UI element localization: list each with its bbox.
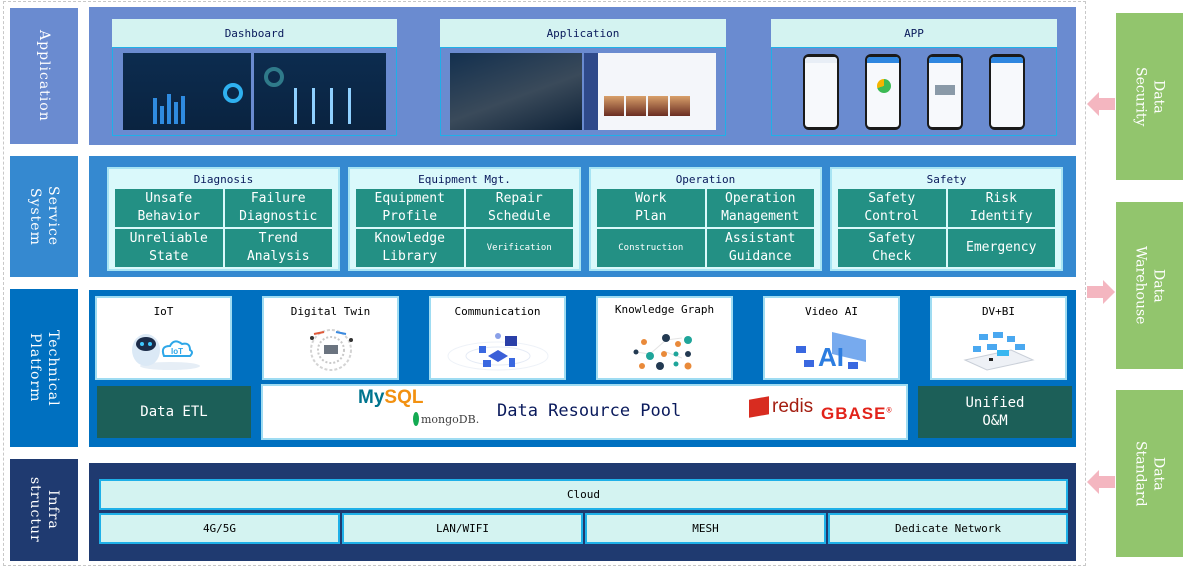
layer-label-technical-text: Technical Platform (27, 329, 61, 407)
network-mesh[interactable]: MESH (585, 513, 826, 544)
service-group-title: Operation (675, 172, 736, 186)
video-ai-icon: AI (765, 326, 898, 374)
service-item-knowledge-library[interactable]: Knowledge Library (356, 229, 464, 267)
arrow-left-icon (1087, 470, 1115, 494)
service-item-unsafe-behavior[interactable]: Unsafe Behavior (115, 189, 223, 227)
tech-card-video-ai[interactable]: Video AI AI (763, 296, 900, 380)
tech-card-digital-twin[interactable]: Digital Twin (262, 296, 399, 380)
knowledge-graph-icon (598, 326, 731, 374)
service-item-emergency[interactable]: Emergency (947, 229, 1055, 267)
iot-robot-cloud-icon: IoT (97, 326, 230, 374)
dv-bi-dashboard-icon (932, 326, 1065, 374)
side-box-data-warehouse: Data Warehouse (1116, 202, 1183, 369)
tech-card-title: Digital Twin (290, 304, 371, 318)
redis-cube-icon (749, 396, 769, 418)
dashboard-screenshot-2 (254, 53, 387, 130)
application-layer-panel: Dashboard Application (89, 7, 1076, 145)
svg-text:IoT: IoT (171, 347, 183, 356)
service-layer-panel: Diagnosis Unsafe Behavior Failure Diagno… (89, 156, 1076, 277)
tech-card-title: Communication (454, 304, 541, 318)
app-card-title: Dashboard (112, 19, 397, 47)
data-etl-block[interactable]: Data ETL (97, 386, 251, 438)
tech-card-title: Knowledge Graph (614, 302, 715, 316)
app-card-app: APP (771, 19, 1057, 136)
service-item-risk-identify[interactable]: Risk Identify (947, 189, 1055, 227)
architecture-frame (3, 1, 1086, 566)
communication-devices-icon (431, 326, 564, 374)
unified-om-block[interactable]: Unified O&M (918, 386, 1072, 438)
service-group-equipment-mgt: Equipment Mgt. Equipment Profile Repair … (348, 167, 581, 271)
tech-card-iot[interactable]: IoT IoT (95, 296, 232, 380)
digital-twin-icon (264, 326, 397, 374)
mobile-screen-1 (803, 53, 839, 130)
layer-label-service: Service System (10, 156, 78, 277)
redis-logo: redis (749, 396, 813, 418)
technical-layer-panel: IoT IoT Digital Twin Communication (89, 290, 1076, 447)
layer-label-application: Application (10, 8, 78, 144)
service-group-diagnosis: Diagnosis Unsafe Behavior Failure Diagno… (107, 167, 340, 271)
service-item-verification[interactable]: Verification (465, 229, 573, 267)
tech-card-knowledge-graph[interactable]: Knowledge Graph (596, 296, 733, 380)
app-card-title: APP (771, 19, 1057, 47)
side-box-data-standard: Data Standard (1116, 390, 1183, 557)
tech-card-title: Video AI (805, 304, 858, 318)
svg-text:AI: AI (818, 342, 844, 372)
substation-3d-screenshot (449, 53, 582, 130)
tech-card-communication[interactable]: Communication (429, 296, 566, 380)
network-lan-wifi[interactable]: LAN/WIFI (342, 513, 583, 544)
service-item-repair-schedule[interactable]: Repair Schedule (465, 189, 573, 227)
cloud-block[interactable]: Cloud (99, 479, 1068, 510)
arrow-right-icon (1087, 280, 1115, 304)
mobile-screen-2 (865, 53, 901, 130)
network-dedicate[interactable]: Dedicate Network (828, 513, 1068, 544)
service-item-operation-management[interactable]: Operation Management (706, 189, 814, 227)
service-item-equipment-profile[interactable]: Equipment Profile (356, 189, 464, 227)
tech-card-title: IoT (153, 304, 174, 318)
layer-label-infrastructure-text: Infra structur (27, 477, 61, 543)
app-card-application: Application (440, 19, 726, 136)
app-card-dashboard: Dashboard (112, 19, 397, 136)
resource-pool-title: Data Resource Pool (497, 401, 682, 421)
service-group-title: Equipment Mgt. (418, 172, 511, 186)
dashboard-screenshot-1 (122, 53, 251, 130)
infrastructure-layer-panel: Cloud 4G/5G LAN/WIFI MESH Dedicate Netwo… (89, 463, 1076, 561)
data-resource-pool[interactable]: MySQL mongoDB. Data Resource Pool redis … (261, 384, 908, 440)
layer-label-service-text: Service System (27, 186, 61, 247)
web-app-screenshot (584, 53, 717, 130)
layer-label-application-text: Application (36, 30, 52, 122)
service-group-safety: Safety Safety Control Risk Identify Safe… (830, 167, 1063, 271)
service-item-construction[interactable]: Construction (597, 229, 705, 267)
layer-label-infrastructure: Infra structur (10, 459, 78, 561)
tech-card-dv-bi[interactable]: DV+BI (930, 296, 1067, 380)
service-item-assistant-guidance[interactable]: Assistant Guidance (706, 229, 814, 267)
arrow-left-icon (1087, 92, 1115, 116)
service-group-operation: Operation Work Plan Operation Management… (589, 167, 822, 271)
mobile-screen-4 (989, 53, 1025, 130)
service-item-work-plan[interactable]: Work Plan (597, 189, 705, 227)
service-item-safety-control[interactable]: Safety Control (838, 189, 946, 227)
gbase-logo: GBASE® (821, 404, 893, 423)
service-item-failure-diagnostic[interactable]: Failure Diagnostic (224, 189, 332, 227)
mysql-logo: MySQL (358, 387, 424, 408)
app-card-title: Application (440, 19, 726, 47)
side-box-data-security: Data Security (1116, 13, 1183, 180)
service-group-title: Diagnosis (193, 172, 254, 186)
service-item-safety-check[interactable]: Safety Check (838, 229, 946, 267)
mongodb-leaf-icon (413, 412, 419, 426)
layer-label-technical: Technical Platform (10, 289, 78, 447)
service-item-trend-analysis[interactable]: Trend Analysis (224, 229, 332, 267)
tech-card-title: DV+BI (981, 304, 1016, 318)
mongodb-logo: mongoDB. (413, 412, 479, 426)
mobile-screen-3 (927, 53, 963, 130)
service-item-unreliable-state[interactable]: Unreliable State (115, 229, 223, 267)
network-4g-5g[interactable]: 4G/5G (99, 513, 340, 544)
service-group-title: Safety (926, 172, 967, 186)
